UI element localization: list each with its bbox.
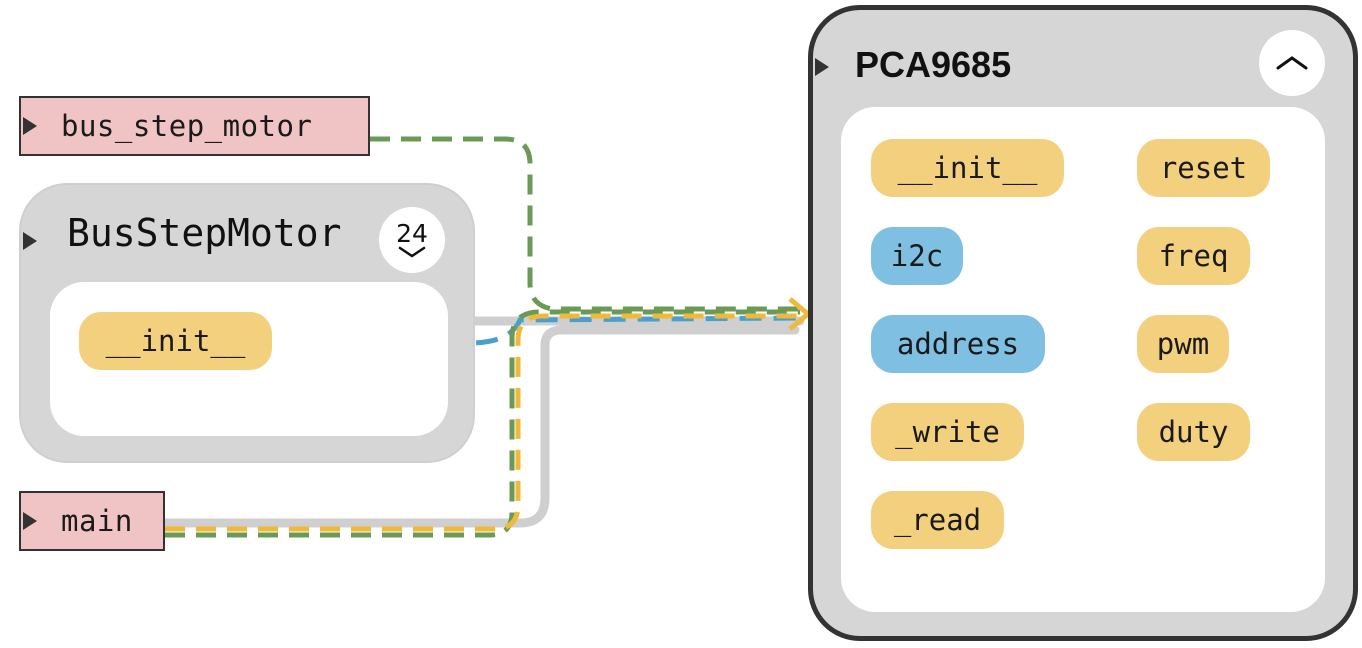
collapse-button[interactable] (1259, 30, 1325, 96)
edge-main-to-pca-green (165, 309, 800, 538)
method-pill[interactable]: freq (1137, 227, 1250, 285)
method-pill[interactable]: __init__ (871, 139, 1064, 197)
edge-main-to-pca-gray (160, 325, 800, 528)
triangle-right-icon (23, 117, 37, 135)
method-pill[interactable]: _write (871, 403, 1024, 461)
attribute-pill[interactable]: address (871, 315, 1045, 373)
attribute-pill[interactable]: i2c (871, 227, 963, 285)
triangle-right-icon (23, 232, 37, 250)
class-title: BusStepMotor (67, 211, 342, 255)
method-pill[interactable]: pwm (1137, 315, 1229, 373)
function-node-bus-step-motor[interactable]: bus_step_motor (19, 96, 370, 156)
chevron-up-icon (1276, 56, 1308, 70)
edge-init-to-pca (272, 315, 801, 346)
chevron-down-icon (398, 246, 426, 258)
edge-main-to-pca-yellow (165, 313, 800, 532)
class-node-pca9685[interactable]: PCA9685 __init__ reset i2c freq address … (808, 5, 1358, 641)
function-node-label: bus_step_motor (61, 109, 313, 143)
function-node-main[interactable]: main (19, 491, 165, 551)
triangle-right-icon (23, 512, 37, 530)
edge-bus-step-motor-to-pca (370, 136, 800, 312)
method-pill[interactable]: __init__ (79, 312, 272, 370)
expand-button[interactable]: 24 (379, 207, 445, 273)
method-pill[interactable]: reset (1137, 139, 1270, 197)
class-body: __init__ reset i2c freq address pwm _wri… (841, 107, 1325, 612)
class-node-bus-step-motor[interactable]: BusStepMotor 24 __init__ (19, 183, 475, 463)
method-pill[interactable]: _read (871, 491, 1004, 549)
triangle-right-icon (815, 58, 829, 76)
class-body: __init__ (50, 282, 448, 436)
class-title: PCA9685 (855, 44, 1012, 85)
method-pill[interactable]: duty (1137, 403, 1250, 461)
function-node-label: main (61, 504, 133, 538)
member-count: 24 (396, 219, 428, 248)
